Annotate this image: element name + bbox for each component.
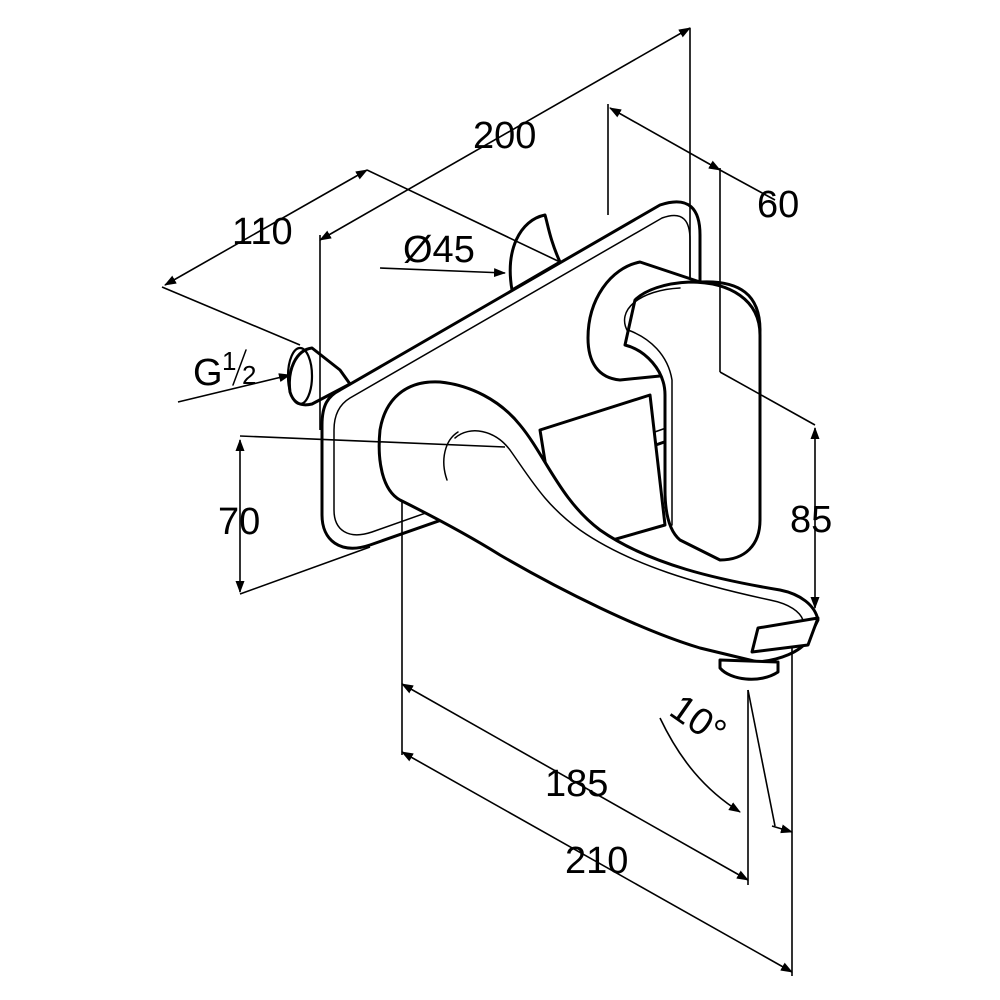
lever-highlight bbox=[627, 329, 673, 526]
dimension-lines bbox=[161, 27, 820, 976]
label-85: 85 bbox=[790, 499, 832, 541]
label-10-degrees: 10° bbox=[662, 687, 733, 754]
faucet-body bbox=[286, 200, 820, 681]
label-60: 60 bbox=[757, 184, 799, 226]
label-185: 185 bbox=[545, 763, 608, 805]
label-200: 200 bbox=[473, 115, 536, 157]
dimension-labels: 200 60 110 Ø45 G 1 2 70 85 185 210 10° bbox=[193, 115, 832, 882]
aerator bbox=[718, 658, 780, 681]
label-thread-num: 1 bbox=[222, 346, 236, 376]
lever-cap bbox=[623, 287, 681, 333]
spout-tip bbox=[750, 616, 820, 654]
label-thread-den: 2 bbox=[242, 360, 256, 390]
label-110: 110 bbox=[232, 211, 293, 253]
label-thread: G 1 2 bbox=[193, 346, 256, 394]
label-thread-g: G bbox=[193, 352, 223, 394]
label-210: 210 bbox=[565, 840, 628, 882]
label-70: 70 bbox=[218, 501, 260, 543]
spout-ridge bbox=[454, 430, 804, 621]
label-diameter-45: Ø45 bbox=[403, 229, 475, 271]
spout bbox=[377, 380, 820, 664]
label-thread-slash bbox=[232, 349, 247, 386]
spout-inner bbox=[443, 431, 459, 481]
